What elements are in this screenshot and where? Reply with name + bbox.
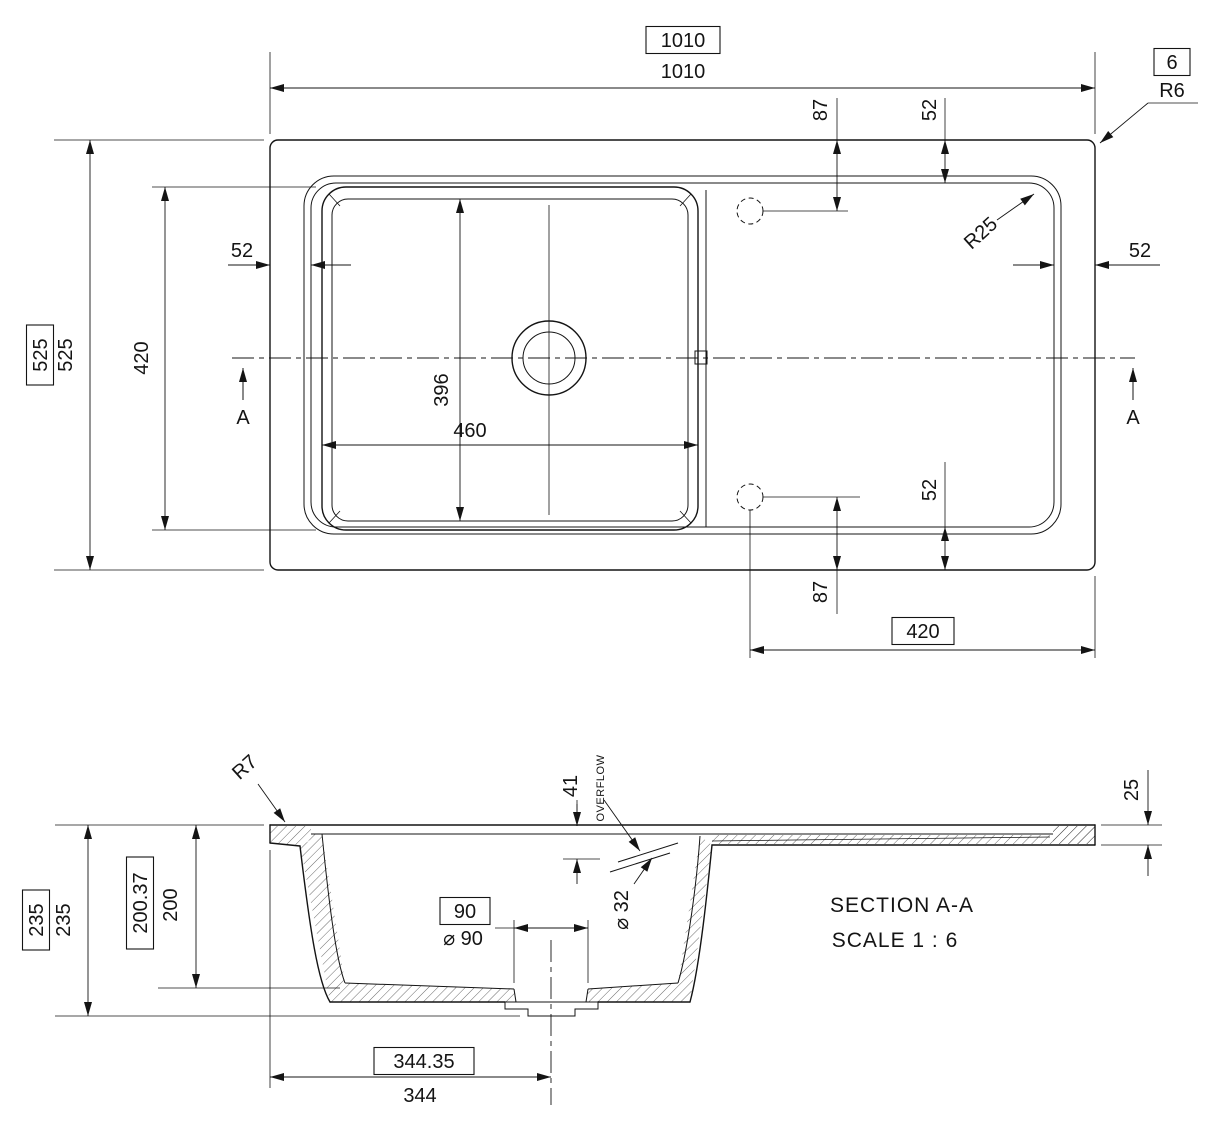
svg-text:90: 90 xyxy=(454,901,476,923)
drainer-slope-line xyxy=(711,836,1051,842)
section-marker-left: A xyxy=(236,368,250,429)
bowl-bottom-edge xyxy=(331,198,689,522)
svg-text:6: 6 xyxy=(1166,52,1177,74)
dim-tap-offset-bottom: 87 xyxy=(810,581,832,603)
section-scale: SCALE 1 : 6 xyxy=(832,929,959,952)
plan-dimensions: 1010 1010 525 525 420 396 460 52 5 xyxy=(25,25,1198,658)
dim-overall-depth: 235 xyxy=(53,903,75,936)
dim-flange-radius: R7 xyxy=(228,751,262,784)
plan-view: A A xyxy=(232,139,1140,571)
tap-hole-bottom xyxy=(736,483,764,511)
section-label-right: A xyxy=(1126,407,1140,429)
section-view xyxy=(269,824,1096,1105)
bowl-wall-outer-right xyxy=(689,844,713,1003)
rim-inner-edge xyxy=(310,182,1055,528)
dim-bowl-depth: 200 xyxy=(160,888,182,921)
dim-bowl-height: 420 xyxy=(131,341,153,374)
dim-gap-right: 52 xyxy=(1129,240,1151,262)
dim-tap-span-ref: 420 xyxy=(891,616,955,646)
svg-text:1010: 1010 xyxy=(661,30,706,52)
dim-overall-height-ref: 525 xyxy=(25,324,55,386)
overflow-slot xyxy=(694,350,708,365)
bowl-wall-outer-left xyxy=(299,845,331,1003)
svg-text:200.37: 200.37 xyxy=(130,872,152,933)
dim-bowl-depth-ref: 200.37 xyxy=(125,856,155,950)
dim-rim-gap-top: 52 xyxy=(919,99,941,121)
sink-outline xyxy=(269,139,1096,571)
svg-text:344.35: 344.35 xyxy=(393,1051,454,1073)
svg-text:420: 420 xyxy=(906,621,939,643)
dim-overall-depth-ref: 235 xyxy=(21,889,51,951)
bowl-top-edge xyxy=(321,186,699,531)
dim-overall-width-ref: 1010 xyxy=(645,25,721,55)
dim-drain-ref: 90 xyxy=(439,896,491,926)
bowl-wall-inner-left xyxy=(321,833,346,984)
svg-text:235: 235 xyxy=(26,903,48,936)
section-title: SECTION A-A xyxy=(830,894,974,917)
dim-overflow-diameter: ⌀ 32 xyxy=(611,890,633,930)
section-dimensions: R7 41 OVERFLOW 25 235 235 200 200.37 xyxy=(21,751,1162,1107)
dim-bowl-width: 460 xyxy=(453,420,486,442)
section-marker-right: A xyxy=(1126,368,1140,429)
overflow-label: OVERFLOW xyxy=(595,754,607,821)
dim-overall-width: 1010 xyxy=(661,61,706,83)
dim-gap-left: 52 xyxy=(231,240,253,262)
dim-deck-thickness: 25 xyxy=(1121,779,1143,801)
dim-inner-radius: R25 xyxy=(960,213,1002,254)
dim-drain-position-ref: 344.35 xyxy=(373,1046,475,1076)
svg-text:525: 525 xyxy=(30,338,52,371)
dim-tap-offset-top: 87 xyxy=(810,99,832,121)
drain-fitting xyxy=(504,1001,599,1017)
dim-overflow-drop: 41 xyxy=(560,775,582,797)
rim-outer-edge xyxy=(303,175,1062,535)
dim-rim-gap-bottom: 52 xyxy=(919,479,941,501)
dim-overall-height: 525 xyxy=(55,338,77,371)
dim-edge-radius: 6 R6 xyxy=(1099,47,1198,144)
section-label-left: A xyxy=(236,407,250,429)
dim-drain-position: 344 xyxy=(403,1085,436,1107)
tap-hole-top xyxy=(736,197,764,225)
overflow-opening xyxy=(617,842,679,863)
bowl-wall-inner-right xyxy=(677,835,701,984)
dim-drain-diameter: ⌀ 90 xyxy=(443,928,483,950)
dim-bowl-inner-height: 396 xyxy=(431,373,453,406)
svg-text:R6: R6 xyxy=(1159,80,1185,102)
